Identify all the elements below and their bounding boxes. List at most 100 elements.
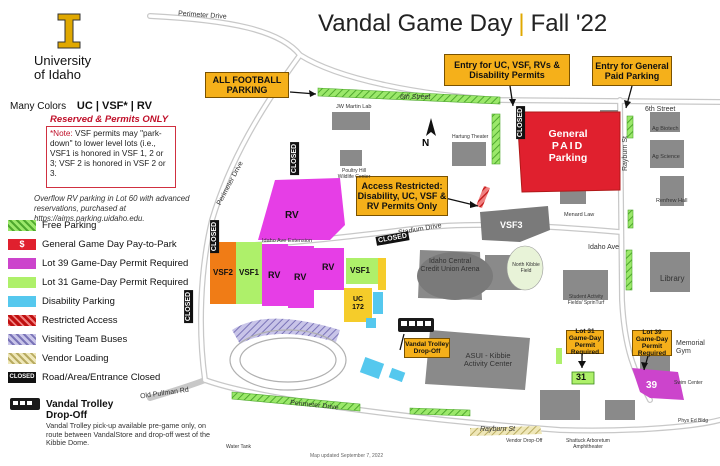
- permit-code-list: UC | VSF* | RV: [76, 100, 152, 112]
- legend-label: Road/Area/Entrance Closed: [42, 371, 161, 383]
- callout-access-restricted: Access Restricted: Disability, UC, VSF &…: [356, 176, 448, 216]
- street-6th-right: 6th Street: [645, 106, 676, 113]
- legend-label: Vendor Loading: [42, 352, 109, 364]
- building-ag-biotech: Ag Biotech: [652, 126, 679, 132]
- swatch-icon: [8, 257, 36, 269]
- permit-codes: Many Colors UC | VSF* | RV: [10, 100, 152, 112]
- street-6th: 6th Street: [400, 94, 431, 101]
- building-shattuck: Shattuck Arboretum Amphitheater: [566, 438, 610, 450]
- vsf-note-text: VSF permits may "park-down" to lower lev…: [50, 129, 166, 178]
- lot-uc172: UC 172: [352, 296, 364, 311]
- callout-lot31: Lot 31 Game-Day Permit Required: [566, 328, 604, 356]
- hatch-swatch-icon: [8, 314, 36, 326]
- closed-marker-1: CLOSED: [290, 141, 300, 176]
- swatch-icon: [8, 295, 36, 307]
- building-renfrew: Renfrew Hall: [656, 198, 688, 204]
- vsf-note-label: *Note:: [50, 129, 73, 138]
- north-arrow-icon: N: [422, 138, 430, 149]
- page-title: Vandal Game Day|Fall '22: [318, 10, 607, 38]
- closed-marker-5: CLOSED: [516, 105, 526, 140]
- hatch-swatch-icon: [8, 219, 36, 231]
- closed-marker-4: CLOSED: [184, 289, 194, 324]
- building-student-activity: Student Activity Fields/ SprinTurf: [567, 294, 605, 306]
- legend-label: Free Parking: [42, 219, 97, 231]
- legend-closed: CLOSED Road/Area/Entrance Closed: [8, 370, 160, 384]
- legend-free-parking: Free Parking: [8, 218, 96, 232]
- building-memorial-gym: Memorial Gym: [676, 340, 705, 355]
- building-jw-martin: JW Martin Lab: [336, 104, 372, 110]
- legend-vendor: Vendor Loading: [8, 351, 109, 365]
- trolley-description: Vandal Trolley pick-up available pre-gam…: [46, 421, 210, 448]
- trolley-title2: Drop-Off: [46, 410, 88, 421]
- lot-general-line2: PAID: [551, 140, 585, 152]
- trolley-title1: Vandal Trolley: [46, 399, 114, 410]
- legend-label: Visiting Team Buses: [42, 333, 128, 345]
- hatch-swatch-icon: [8, 352, 36, 364]
- lot-rv-3: RV: [322, 262, 335, 272]
- lot-vsf1-a: VSF1: [239, 268, 260, 277]
- street-rayburn-bottom: Rayburn St: [480, 426, 516, 433]
- lot-vsf2: VSF2: [213, 268, 234, 277]
- building-kibbie-field: North Kibbie Field: [512, 262, 540, 274]
- building-hartung: Hartung Theater: [452, 134, 489, 140]
- closed-icon: CLOSED: [8, 371, 36, 383]
- legend-label: General Game Day Pay-to-Park: [42, 238, 177, 250]
- lot-rv-2: RV: [294, 272, 307, 282]
- building-asui: ASUI - Kibbie Activity Center: [463, 351, 513, 368]
- building-poultry: Poultry Hill Wildlife Center: [337, 168, 371, 180]
- university-line2: of Idaho: [34, 67, 81, 82]
- title-separator: |: [518, 10, 525, 37]
- callout-entry-uc: Entry for UC, VSF, RVs & Disability Perm…: [444, 54, 570, 86]
- title-season: Fall '22: [530, 10, 608, 37]
- overflow-rv-note: Overflow RV parking in Lot 60 with advan…: [34, 194, 190, 223]
- building-library: Library: [660, 274, 685, 283]
- building-menard: Menard Law: [564, 212, 595, 218]
- street-rayburn: Rayburn St: [622, 135, 630, 172]
- callout-entry-general: Entry for General Paid Parking: [592, 56, 672, 86]
- legend-lot31: Lot 31 Game-Day Permit Required: [8, 275, 188, 289]
- university-line1: University: [34, 53, 92, 68]
- building-ag-science: Ag Science: [652, 154, 680, 160]
- trolley-legend-title: Vandal Trolley Drop-Off: [46, 399, 113, 421]
- university-name: University of Idaho: [34, 54, 91, 82]
- dollar-icon: $: [8, 238, 36, 250]
- building-vendor-dropoff: Vendor Drop-Off: [506, 438, 543, 444]
- title-main: Vandal Game Day: [318, 10, 513, 37]
- callout-all-football: ALL FOOTBALL PARKING: [205, 72, 289, 98]
- legend-label: Lot 31 Game-Day Permit Required: [42, 276, 189, 288]
- building-swim: Swim Center: [674, 380, 703, 386]
- lot-general-line3: Parking: [548, 152, 588, 164]
- lot-rv-1: RV: [268, 270, 281, 280]
- building-water-tank: Water Tank: [226, 444, 252, 450]
- callout-lot39: Lot 39 Game-Day Permit Required: [632, 329, 672, 357]
- lot-vsf3: VSF3: [500, 220, 523, 230]
- street-idaho: Idaho Ave: [588, 244, 620, 251]
- closed-marker-2: CLOSED: [210, 219, 220, 254]
- callout-trolley-dropoff: Vandal Trolley Drop-Off: [404, 338, 450, 358]
- permit-prefix: Many Colors: [10, 101, 67, 112]
- swatch-icon: [8, 276, 36, 288]
- university-logo-icon: [58, 14, 80, 48]
- street-idaho-ext: Idaho Ave Extension: [262, 238, 313, 244]
- reserved-notice: Reserved & Permits ONLY: [50, 114, 169, 125]
- lot-vsf1-b: VSF1: [350, 266, 371, 275]
- hatch-swatch-icon: [8, 333, 36, 345]
- lot-general-line1: General: [548, 128, 588, 140]
- map-updated-note: Map updated September 7, 2022: [310, 453, 384, 459]
- building-phys-ed: Phys Ed Bldg: [678, 418, 709, 424]
- legend-pay-to-park: $ General Game Day Pay-to-Park: [8, 237, 177, 251]
- lot-39: 39: [646, 380, 658, 391]
- lot-general-paid: General PAID Parking: [520, 128, 616, 164]
- legend-disability: Disability Parking: [8, 294, 115, 308]
- lot-31: 31: [576, 372, 587, 382]
- legend-restricted: Restricted Access: [8, 313, 118, 327]
- legend-label: Disability Parking: [42, 295, 115, 307]
- building-icccu-arena: Idaho Central Credit Union Arena: [420, 258, 480, 273]
- legend-label: Lot 39 Game-Day Permit Required: [42, 257, 189, 269]
- legend-team-buses: Visiting Team Buses: [8, 332, 127, 346]
- legend-label: Restricted Access: [42, 314, 118, 326]
- legend-lot39: Lot 39 Game-Day Permit Required: [8, 256, 188, 270]
- vsf-note: *Note: VSF permits may "park-down" to lo…: [46, 126, 176, 188]
- lot-rv-top: RV: [285, 210, 299, 221]
